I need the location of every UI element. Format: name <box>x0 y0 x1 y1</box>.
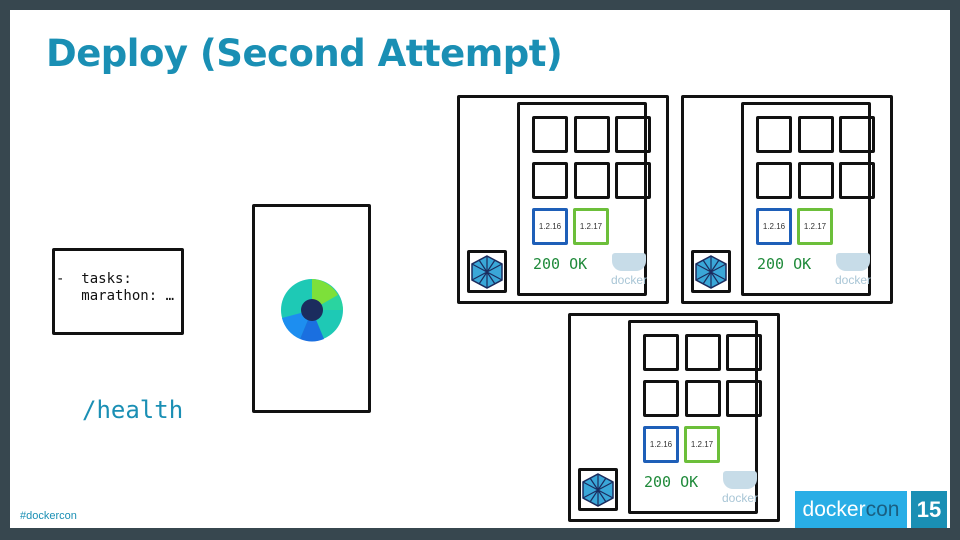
docker-whale-icon <box>612 253 646 271</box>
logo-con-text: con <box>865 497 900 521</box>
container-slot <box>643 334 679 371</box>
container-slot <box>756 162 792 199</box>
container-new-version: 1.2.17 <box>684 426 720 463</box>
mesos-agent-box <box>467 250 507 293</box>
container-slot <box>685 334 721 371</box>
container-slot <box>756 116 792 153</box>
server-node: 1.2.16 1.2.17 200 OK docker <box>568 313 780 522</box>
health-status: 200 OK <box>757 255 812 273</box>
health-status: 200 OK <box>533 255 588 273</box>
docker-whale-icon <box>723 471 757 489</box>
container-slot <box>839 116 875 153</box>
container-slot <box>726 334 762 371</box>
container-slot <box>615 162 651 199</box>
mesos-logo-icon <box>582 472 614 507</box>
server-outer-box <box>457 95 669 304</box>
logo-docker-text: docker <box>802 497 866 521</box>
dockercon-year: 15 <box>911 491 947 528</box>
config-file-box <box>52 248 184 335</box>
docker-label: docker <box>722 491 759 505</box>
health-endpoint-label: /health <box>82 396 184 424</box>
slide-title: Deploy (Second Attempt) <box>46 32 563 75</box>
container-slot <box>574 162 610 199</box>
container-old-version: 1.2.16 <box>756 208 792 245</box>
mesos-agent-box <box>691 250 731 293</box>
docker-label: docker <box>611 273 648 287</box>
docker-whale-icon <box>836 253 870 271</box>
container-slot <box>643 380 679 417</box>
docker-label: docker <box>835 273 872 287</box>
container-slot <box>798 116 834 153</box>
container-old-version: 1.2.16 <box>532 208 568 245</box>
container-new-version: 1.2.17 <box>573 208 609 245</box>
mesos-logo-icon <box>471 254 503 289</box>
config-file-text: - tasks: marathon: … <box>56 271 175 304</box>
server-outer-box <box>568 313 780 522</box>
container-old-version: 1.2.16 <box>643 426 679 463</box>
docker-host-box: 1.2.16 1.2.17 200 OK docker <box>628 320 762 514</box>
health-status: 200 OK <box>644 473 699 491</box>
container-slot <box>532 162 568 199</box>
mesos-agent-box <box>578 468 618 511</box>
server-outer-box <box>681 95 893 304</box>
server-node: 1.2.16 1.2.17 200 OK docker <box>457 95 669 304</box>
container-new-version: 1.2.17 <box>797 208 833 245</box>
health-check-wheel-icon <box>281 279 343 342</box>
docker-host-box: 1.2.16 1.2.17 200 OK docker <box>517 102 651 296</box>
server-node: 1.2.16 1.2.17 200 OK docker <box>681 95 893 304</box>
load-balancer-box <box>252 204 371 413</box>
container-slot <box>615 116 651 153</box>
container-slot <box>685 380 721 417</box>
slide: Deploy (Second Attempt) - tasks: maratho… <box>10 10 950 528</box>
mesos-logo-icon <box>695 254 727 289</box>
container-slot <box>532 116 568 153</box>
hashtag: #dockercon <box>20 510 77 522</box>
container-slot <box>574 116 610 153</box>
container-slot <box>839 162 875 199</box>
container-slot <box>726 380 762 417</box>
container-slot <box>798 162 834 199</box>
docker-host-box: 1.2.16 1.2.17 200 OK docker <box>741 102 875 296</box>
